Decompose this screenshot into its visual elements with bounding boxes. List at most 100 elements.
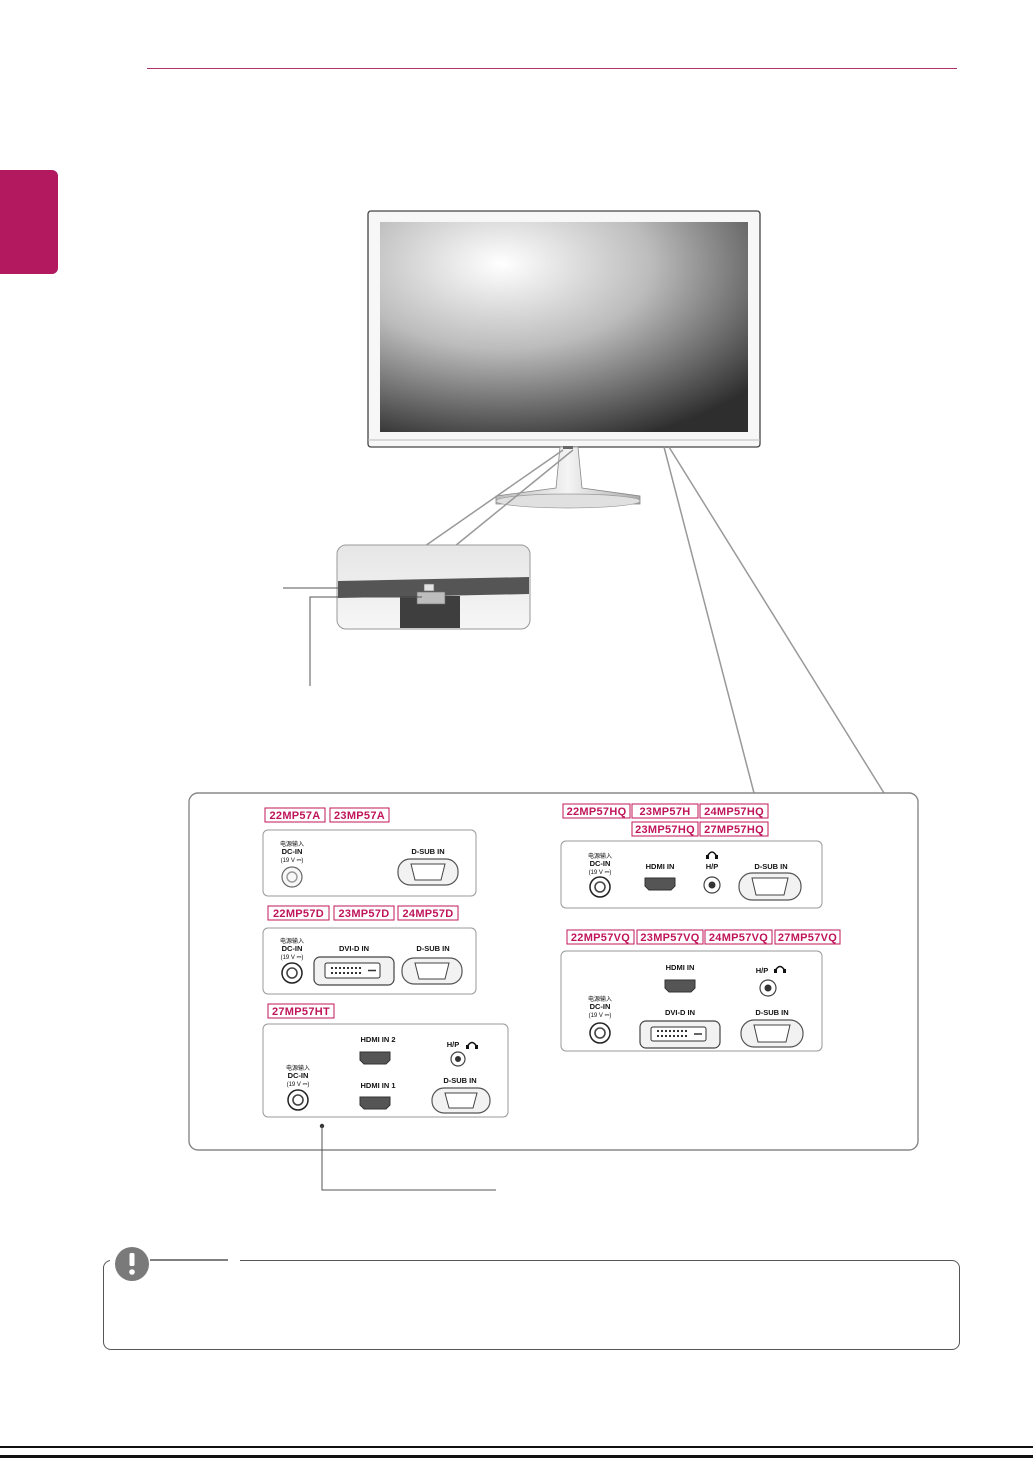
hdmi-in-2-label: HDMI IN 2 (360, 1035, 395, 1044)
model-tag (267, 1003, 335, 1019)
d-sub-label: D-SUB IN (416, 944, 449, 953)
dc-in-label: DC-IN (282, 847, 303, 856)
model-tag-label: 23MP57A (334, 810, 385, 822)
model-tag-label: 24MP57HQ (704, 806, 764, 818)
model-tags-d: 22MP57D 23MP57D 24MP57D (267, 905, 459, 921)
d-sub-label: D-SUB IN (755, 1008, 788, 1017)
headphone-icon (706, 851, 718, 859)
power-label: 电源输入 (280, 937, 304, 945)
model-tag-label: 22MP57D (273, 908, 324, 920)
d-sub-port-icon (431, 1087, 491, 1114)
headphone-jack-icon (450, 1051, 466, 1067)
port-panel-hq: 电源输入 DC-IN (19 V ⎓) HDMI IN H/P D-SUB IN (560, 840, 823, 909)
note-box (103, 1260, 960, 1350)
model-tag-label: 27MP57VQ (778, 932, 837, 944)
model-tag (631, 803, 699, 819)
hp-label: H/P (756, 966, 769, 975)
model-tag (636, 929, 704, 945)
dc-in-label: DC-IN (590, 1002, 611, 1011)
port-panel-a: 电源输入 DC-IN (19 V ⎓) D-SUB IN (262, 829, 477, 897)
model-tag-label: 23MP57VQ (640, 932, 699, 944)
model-tag-label: 22MP57VQ (571, 932, 630, 944)
model-tag (264, 807, 326, 823)
model-tag (774, 929, 841, 945)
dc-rating-label: (19 V ⎓) (287, 1082, 310, 1088)
headphone-icon (774, 965, 786, 973)
dc-in-port-icon (281, 866, 303, 888)
hdmi-in-label: HDMI IN (666, 963, 695, 972)
power-label: 电源输入 (588, 852, 612, 860)
hp-label: H/P (706, 862, 719, 871)
d-sub-port-icon (397, 858, 459, 886)
model-tag-label: 23MP57HQ (635, 824, 695, 836)
model-tag (333, 905, 395, 921)
dvi-d-port-icon (639, 1020, 721, 1049)
dc-in-port-icon (589, 1022, 611, 1044)
dc-in-label: DC-IN (288, 1071, 309, 1080)
model-tag (699, 821, 769, 837)
port-panel-d: 电源输入 DC-IN (19 V ⎓) DVI-D IN D-SUB IN (262, 927, 477, 995)
note-header (110, 1244, 240, 1284)
hdmi-port-icon (664, 979, 696, 993)
model-tag-label: 23MP57H (639, 806, 690, 818)
dvi-d-label: DVI-D IN (339, 944, 369, 953)
model-tag-label: 23MP57D (338, 908, 389, 920)
d-sub-label: D-SUB IN (443, 1076, 476, 1085)
d-sub-port-icon (401, 957, 463, 985)
model-tag-label: 24MP57D (402, 908, 453, 920)
model-tags-vq: 22MP57VQ 23MP57VQ 24MP57VQ 27MP57VQ (566, 929, 841, 945)
footer-rule (0, 1446, 1033, 1448)
joystick-inset (336, 544, 531, 630)
d-sub-port-icon (740, 1019, 804, 1048)
model-tag-label: 27MP57HT (272, 1006, 330, 1018)
dc-in-label: DC-IN (282, 944, 303, 953)
model-tag (267, 905, 330, 921)
model-tag (699, 803, 769, 819)
d-sub-port-icon (738, 872, 802, 901)
monitor-illustration (367, 210, 761, 509)
dc-rating-label: (19 V ⎓) (281, 955, 304, 961)
model-tag-label: 27MP57HQ (704, 824, 764, 836)
headphone-icon (466, 1041, 478, 1049)
model-tag (704, 929, 773, 945)
model-tag-label: 24MP57VQ (709, 932, 768, 944)
model-tag-label: 22MP57A (269, 810, 320, 822)
d-sub-label: D-SUB IN (411, 847, 444, 856)
dc-in-port-icon (589, 876, 611, 898)
dc-rating-label: (19 V ⎓) (281, 858, 304, 864)
dc-in-port-icon (287, 1089, 309, 1111)
model-tag (397, 905, 459, 921)
port-panel-vq: HDMI IN H/P 电源输入 DC-IN (19 V ⎓) DVI-D IN (560, 950, 823, 1052)
hdmi-in-1-label: HDMI IN 1 (360, 1081, 395, 1090)
dc-in-label: DC-IN (590, 859, 611, 868)
d-sub-label: D-SUB IN (754, 862, 787, 871)
model-tags-hq: 22MP57HQ 23MP57H 24MP57HQ 23MP57HQ 27MP5… (562, 803, 769, 837)
dc-rating-label: (19 V ⎓) (589, 1013, 612, 1019)
model-tag-label: 22MP57HQ (567, 806, 627, 818)
hdmi-in-label: HDMI IN (646, 862, 675, 871)
dvi-d-label: DVI-D IN (665, 1008, 695, 1017)
model-tags-a: 22MP57A 23MP57A (264, 807, 390, 823)
port-panel-ht: 电源输入 DC-IN (19 V ⎓) HDMI IN 2 HDMI IN 1 … (262, 1023, 509, 1118)
hdmi-port-icon (359, 1096, 391, 1110)
model-tag (631, 821, 699, 837)
dc-in-port-icon (281, 962, 303, 984)
dc-rating-label: (19 V ⎓) (589, 870, 612, 876)
hdmi-port-icon (359, 1051, 391, 1065)
model-tag (329, 807, 390, 823)
model-tag (562, 803, 631, 819)
headphone-jack-icon (759, 979, 777, 997)
hp-label: H/P (447, 1040, 460, 1049)
chapter-tab (0, 170, 58, 274)
footer-rule-bottom (0, 1455, 1033, 1458)
power-label: 电源输入 (286, 1064, 310, 1072)
header-rule (147, 68, 957, 69)
dvi-d-port-icon (313, 956, 395, 986)
model-tag (566, 929, 635, 945)
headphone-jack-icon (703, 876, 721, 894)
hdmi-port-icon (644, 877, 676, 891)
model-tags-ht: 27MP57HT (267, 1003, 335, 1019)
power-label: 电源输入 (280, 840, 304, 848)
power-label: 电源输入 (588, 995, 612, 1003)
